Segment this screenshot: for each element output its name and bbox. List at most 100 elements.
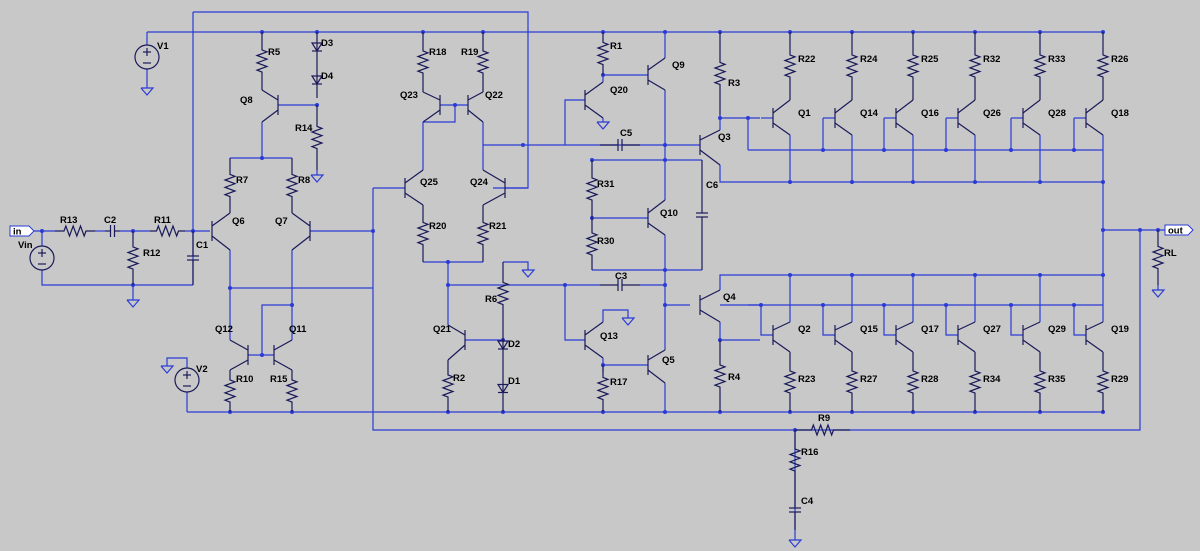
wire [602, 309, 629, 322]
wire [719, 274, 1103, 290]
junction-dot [1009, 303, 1013, 307]
port-label-in: in [13, 227, 22, 238]
resistor-r22 [783, 32, 797, 100]
resistor-r23 [783, 352, 797, 412]
label-q28: Q28 [1048, 108, 1066, 119]
capacitor-c6 [696, 160, 708, 270]
resistor-r8 [285, 158, 299, 213]
label-r16: R16 [801, 447, 818, 458]
label-q24: Q24 [470, 177, 489, 188]
label-r32: R32 [983, 54, 1000, 65]
label-r17: R17 [610, 377, 627, 388]
wire [503, 261, 529, 270]
capacitor-c3 [600, 279, 640, 291]
junction-dot [850, 180, 854, 184]
resistor-r30 [585, 218, 599, 270]
label-r26: R26 [1111, 54, 1128, 65]
wire [261, 304, 292, 355]
label-c1: C1 [196, 240, 209, 251]
components: in out [9, 32, 1194, 548]
transistor-q15 [834, 321, 853, 353]
resistor-rl [1151, 230, 1165, 285]
junction-dot [746, 116, 750, 120]
label-q21: Q21 [433, 324, 452, 335]
resistor-r5 [255, 32, 269, 90]
label-r8: R8 [298, 175, 310, 186]
label-r28: R28 [921, 374, 938, 385]
label-r22: R22 [798, 54, 815, 65]
capacitor-c2 [105, 225, 120, 237]
resistor-r29 [1096, 352, 1110, 412]
label-q7: Q7 [275, 216, 288, 227]
label-r23: R23 [798, 374, 815, 385]
junction-dot [1038, 180, 1042, 184]
port-in: in [9, 225, 35, 238]
label-r35: R35 [1048, 374, 1066, 385]
junction-dot [911, 273, 915, 277]
transistor-q29 [1022, 321, 1041, 353]
resistor-r34 [968, 352, 982, 412]
junction-dot [1009, 148, 1013, 152]
label-c3: C3 [615, 271, 627, 282]
resistor-r35 [1033, 352, 1047, 412]
label-r18: R18 [429, 47, 446, 58]
wire [883, 305, 896, 336]
resistor-r1 [596, 32, 610, 75]
transistor-q11 [273, 339, 293, 371]
resistor-r27 [845, 352, 859, 412]
label-r2: R2 [453, 373, 465, 384]
voltage-source-v2 [174, 367, 200, 393]
transistor-q23 [422, 91, 441, 123]
wire [1073, 305, 1086, 336]
label-c5: C5 [620, 128, 633, 139]
resistor-r9 [795, 423, 850, 437]
label-r14: R14 [295, 123, 313, 134]
junction-dot [821, 148, 825, 152]
label-q22: Q22 [485, 90, 503, 101]
label-r20: R20 [429, 221, 446, 232]
resistor-r11 [150, 224, 185, 238]
wire [423, 105, 456, 123]
junction-dot [1072, 148, 1076, 152]
transistor-q25 [404, 169, 424, 206]
wire [945, 305, 958, 336]
label-r33: R33 [1048, 54, 1065, 65]
transistor-q5 [647, 349, 666, 384]
label-q10: Q10 [660, 208, 678, 219]
junction-dot [850, 273, 854, 277]
label-d1: D1 [508, 376, 521, 387]
label-r24: R24 [860, 54, 878, 65]
wire [564, 285, 585, 341]
port-out: out [1164, 224, 1194, 237]
diode-d1 [496, 365, 510, 412]
label-r21: R21 [489, 221, 507, 232]
label-q17: Q17 [921, 324, 939, 335]
junction-dot [1138, 228, 1142, 232]
resistor-r7 [223, 158, 237, 213]
junction-dot [944, 303, 948, 307]
label-q26: Q26 [983, 108, 1001, 119]
wire [822, 305, 835, 336]
label-v2: V2 [196, 364, 208, 375]
transistor-q12 [229, 339, 249, 371]
transistor-q10 [647, 199, 666, 236]
wire [482, 122, 665, 146]
junction-dot [663, 283, 667, 287]
junction-dot [1101, 228, 1105, 232]
transistor-q27 [957, 321, 976, 353]
transistor-q16 [895, 99, 914, 136]
junction-dot [371, 229, 375, 233]
ground-symbol [596, 121, 611, 130]
voltage-source-vin [29, 245, 55, 271]
label-r7: R7 [236, 175, 248, 186]
transistor-q1 [772, 99, 791, 136]
wire [41, 270, 193, 286]
ground-symbol [126, 299, 141, 308]
junction-dot [821, 303, 825, 307]
label-q19: Q19 [1111, 324, 1129, 335]
label-q2: Q2 [798, 324, 811, 335]
wires [34, 11, 1165, 540]
wire [760, 305, 773, 336]
label-q4: Q4 [723, 292, 736, 303]
